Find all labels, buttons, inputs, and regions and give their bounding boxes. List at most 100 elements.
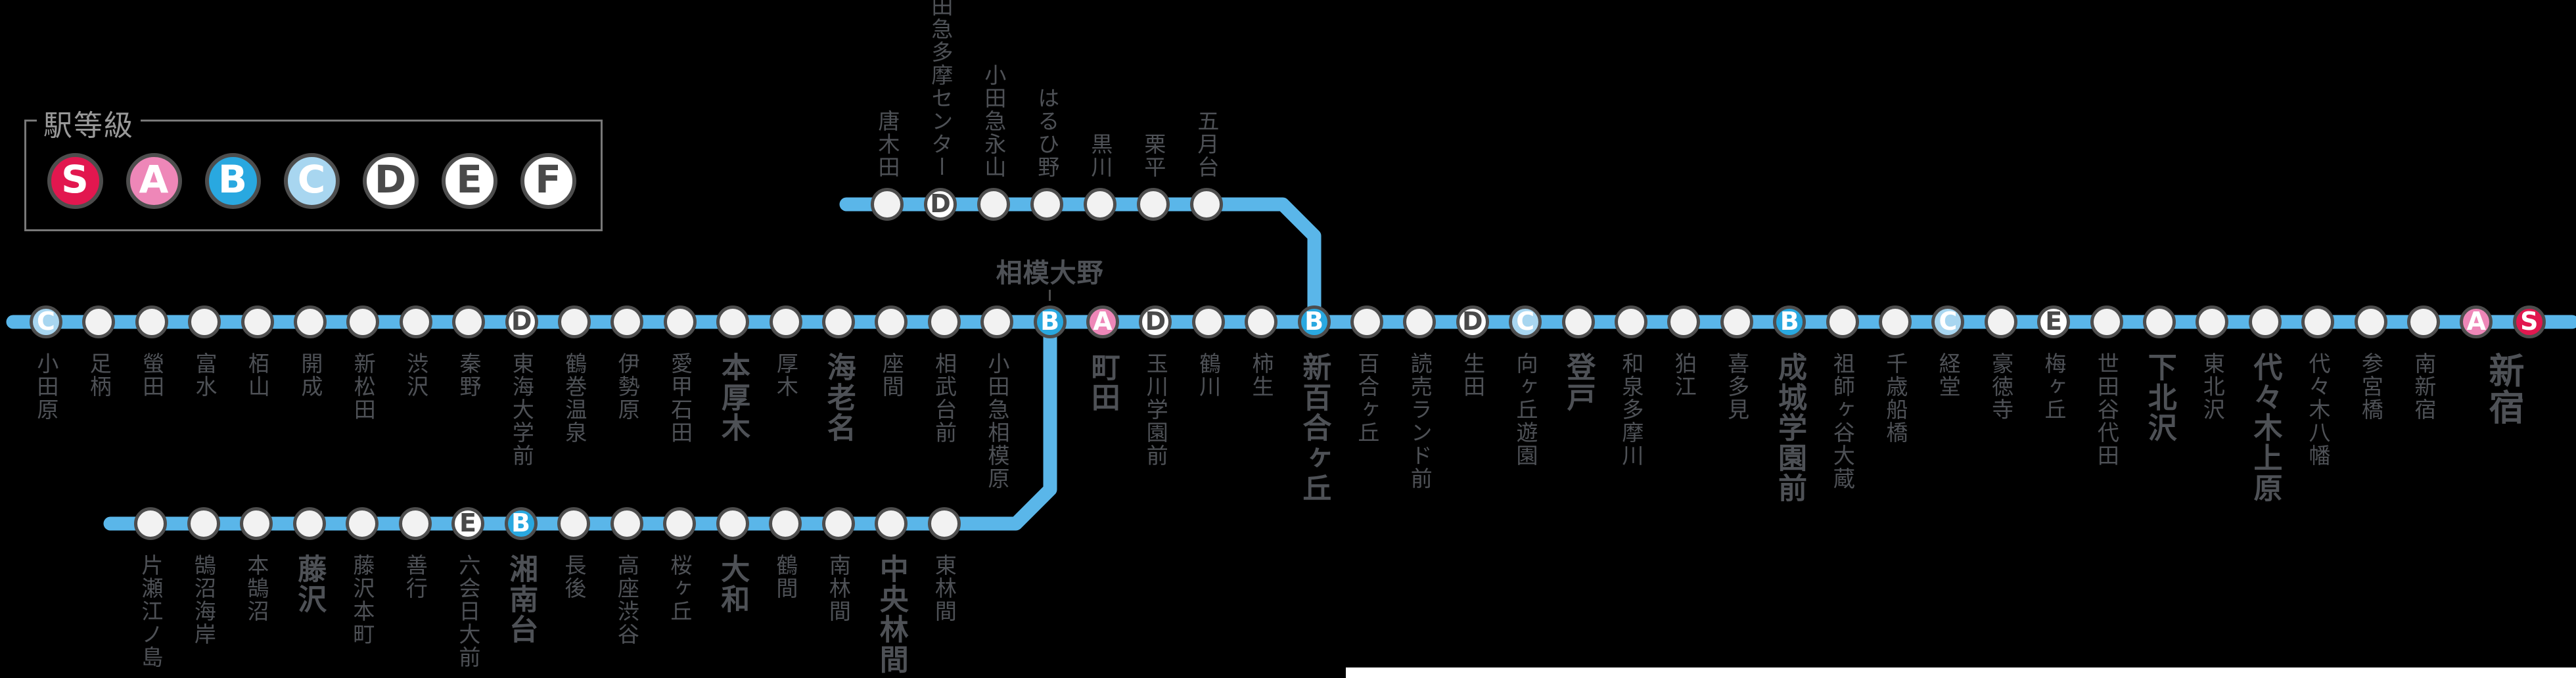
station-node-小田急多摩センター: D	[924, 188, 957, 221]
station-grade-letter: E	[2045, 307, 2063, 336]
station-label-新百合ヶ丘: 新百合ヶ丘	[1297, 352, 1331, 503]
station-label-秦野: 秦野	[456, 352, 482, 398]
station-label-本鵠沼: 本鵠沼	[243, 554, 269, 623]
station-label-小田急永山: 小田急永山	[980, 64, 1007, 179]
station-label-参宮橋: 参宮橋	[2358, 352, 2384, 421]
station-node-南新宿	[2407, 305, 2440, 338]
station-node-栢山	[241, 305, 274, 338]
legend-grade-badge-F: F	[520, 152, 576, 209]
station-label-海老名: 海老名	[821, 352, 856, 443]
station-label-読売ランド前: 読売ランド前	[1407, 352, 1433, 490]
station-node-長後	[557, 507, 590, 540]
station-label-螢田: 螢田	[139, 352, 165, 398]
station-node-代々木上原	[2248, 305, 2282, 338]
station-node-百合ヶ丘	[1350, 305, 1383, 338]
station-node-千歳船橋	[1879, 305, 1912, 338]
station-node-伊勢原	[610, 305, 644, 338]
legend-grade-badge-S: S	[47, 152, 103, 209]
station-label-桜ヶ丘: 桜ヶ丘	[666, 554, 693, 623]
station-node-座間	[875, 305, 908, 338]
station-label-善行: 善行	[402, 554, 428, 600]
station-label-高座渋谷: 高座渋谷	[614, 554, 640, 646]
bottom-white-strip	[1346, 667, 2576, 678]
station-node-新松田	[346, 305, 380, 338]
station-node-本厚木	[716, 305, 750, 338]
station-node-小田急相模原	[980, 305, 1014, 338]
station-node-唐木田	[871, 188, 904, 221]
station-label-和泉多摩川: 和泉多摩川	[1618, 352, 1644, 467]
legend-grade-letter: S	[61, 157, 89, 202]
station-node-鵠沼海岸	[187, 507, 220, 540]
station-label-鶴巻温泉: 鶴巻温泉	[561, 352, 587, 444]
station-label-代々木上原: 代々木上原	[2248, 352, 2282, 503]
station-node-善行	[398, 507, 432, 540]
tama-line-path	[839, 197, 1322, 326]
station-label-登戸: 登戸	[1561, 352, 1596, 413]
station-label-下北沢: 下北沢	[2142, 352, 2176, 443]
station-label-片瀬江ノ島: 片瀬江ノ島	[137, 554, 164, 669]
station-label-唐木田: 唐木田	[874, 110, 900, 179]
station-node-五月台	[1190, 188, 1223, 221]
station-node-足柄	[82, 305, 116, 338]
legend-grade-badge-C: C	[283, 152, 340, 209]
station-grade-letter: C	[1516, 307, 1535, 336]
station-node-藤沢	[292, 507, 326, 540]
station-grade-letter: C	[37, 307, 55, 336]
station-node-読売ランド前	[1403, 305, 1437, 338]
station-node-喜多見	[1720, 305, 1753, 338]
station-label-座間: 座間	[879, 352, 905, 398]
station-node-栗平	[1137, 188, 1170, 221]
legend-grade-badge-A: A	[126, 152, 182, 209]
legend-grade-letter: E	[456, 157, 482, 202]
station-node-湘南台: B	[504, 507, 538, 540]
station-grade-letter: A	[2466, 307, 2487, 336]
station-node-祖師ヶ谷大蔵	[1826, 305, 1859, 338]
station-node-愛甲石田	[663, 305, 697, 338]
station-node-A: A	[2460, 305, 2493, 338]
station-label-玉川学園前: 玉川学園前	[1143, 352, 1169, 467]
station-node-新百合ヶ丘: B	[1297, 305, 1331, 338]
station-label-東林間: 東林間	[931, 554, 957, 623]
station-label-小田急相模原: 小田急相模原	[984, 352, 1010, 490]
station-label-狛江: 狛江	[1671, 352, 1697, 398]
station-node-下北沢	[2143, 305, 2176, 338]
legend-grade-letter: F	[535, 157, 561, 202]
station-node-東北沢	[2196, 305, 2229, 338]
station-node-生田: D	[1456, 305, 1489, 338]
station-label-鶴川: 鶴川	[1195, 352, 1222, 398]
station-grade-letter: S	[2520, 307, 2539, 336]
station-node-六会日大前: E	[451, 507, 484, 540]
station-node-玉川学園前: D	[1139, 305, 1172, 338]
station-node-渋沢	[399, 305, 432, 338]
station-node-豪徳寺	[1984, 305, 2017, 338]
legend-grade-letter: B	[218, 157, 248, 202]
station-label-大和: 大和	[716, 554, 750, 614]
station-label-藤沢: 藤沢	[292, 554, 327, 614]
legend-grade-letter: A	[139, 157, 169, 202]
station-label-南新宿: 南新宿	[2410, 352, 2437, 421]
station-node-相武台前	[927, 305, 961, 338]
station-node-海老名	[822, 305, 855, 338]
legend-box	[24, 120, 603, 231]
station-node-秦野	[452, 305, 486, 338]
legend-title: 駅等級	[37, 102, 141, 144]
legend-grade-badge-B: B	[204, 152, 261, 209]
station-node-向ヶ丘遊園: C	[1509, 305, 1542, 338]
station-label-祖師ヶ谷大蔵: 祖師ヶ谷大蔵	[1829, 352, 1856, 490]
station-node-はるひ野	[1030, 188, 1063, 221]
station-label-南林間: 南林間	[825, 554, 852, 623]
station-grade-letter: E	[459, 508, 476, 537]
station-label-代々木八幡: 代々木八幡	[2305, 352, 2331, 467]
station-label-栢山: 栢山	[244, 352, 271, 398]
station-label-鶴間: 鶴間	[772, 554, 798, 600]
station-node-町田: A	[1086, 305, 1119, 338]
station-label-はるひ野: はるひ野	[1034, 87, 1060, 179]
station-label-経堂: 経堂	[1935, 352, 1962, 398]
station-node-厚木	[769, 305, 802, 338]
station-grade-letter: D	[1462, 307, 1483, 336]
station-label-黒川: 黒川	[1087, 133, 1113, 179]
station-label-東北沢: 東北沢	[2199, 352, 2226, 421]
station-label-藤沢本町: 藤沢本町	[349, 554, 375, 646]
